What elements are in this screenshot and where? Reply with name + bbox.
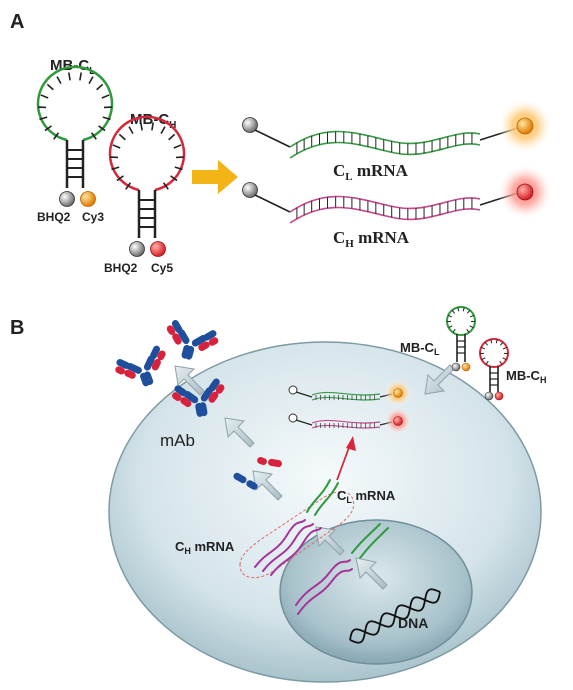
cl-mrna-label: CL mRNA [333,161,409,183]
mb-ch-label: MB-CH [130,111,176,131]
cl-mrna-duplex: CL mRNA [243,98,554,183]
b-mb-ch-label: MB-CH [506,368,546,385]
panel-a-letter: A [10,11,24,33]
mb-ch-small: MB-CH [480,339,546,400]
panel-b: B DNA [10,307,546,682]
mb-cl-loop [38,67,112,140]
antibody-icon [159,317,223,367]
ch-duplex-dye-ball [517,184,533,200]
mb-cl-quencher-label: BHQ2 [37,210,71,224]
dna-label: DNA [398,615,428,631]
b-cl-mrna-label: CL mRNA [337,488,396,505]
panel-a: A MB-CL BHQ2 Cy3 MB-CH [10,11,553,275]
mb-ch-hairpin: MB-CH BHQ2 Cy5 [104,111,184,275]
hybridize-arrow-icon [192,160,238,194]
mb-ch-stem-rungs [139,200,155,227]
mb-ch-quencher-ball [130,242,145,257]
mb-cl-hairpin: MB-CL BHQ2 Cy3 [37,57,112,224]
mb-cl-stem-rungs [67,150,83,177]
panel-b-letter: B [10,317,24,339]
b-ch-mrna-label: CH mRNA [175,539,235,556]
mb-cl-dye-ball [81,192,96,207]
mab-label: mAb [160,431,195,450]
mb-cl-dye-label: Cy3 [82,210,104,224]
b-mb-cl-label: MB-CL [400,340,440,357]
mb-ch-quencher-label: BHQ2 [104,261,138,275]
antibody-icon [110,342,175,395]
mb-ch-dye-label: Cy5 [151,261,173,275]
mb-cl-quencher-ball [60,192,75,207]
cl-duplex-dye-ball [517,118,533,134]
mb-ch-dye-ball [151,242,166,257]
ch-mrna-label: CH mRNA [333,228,410,250]
